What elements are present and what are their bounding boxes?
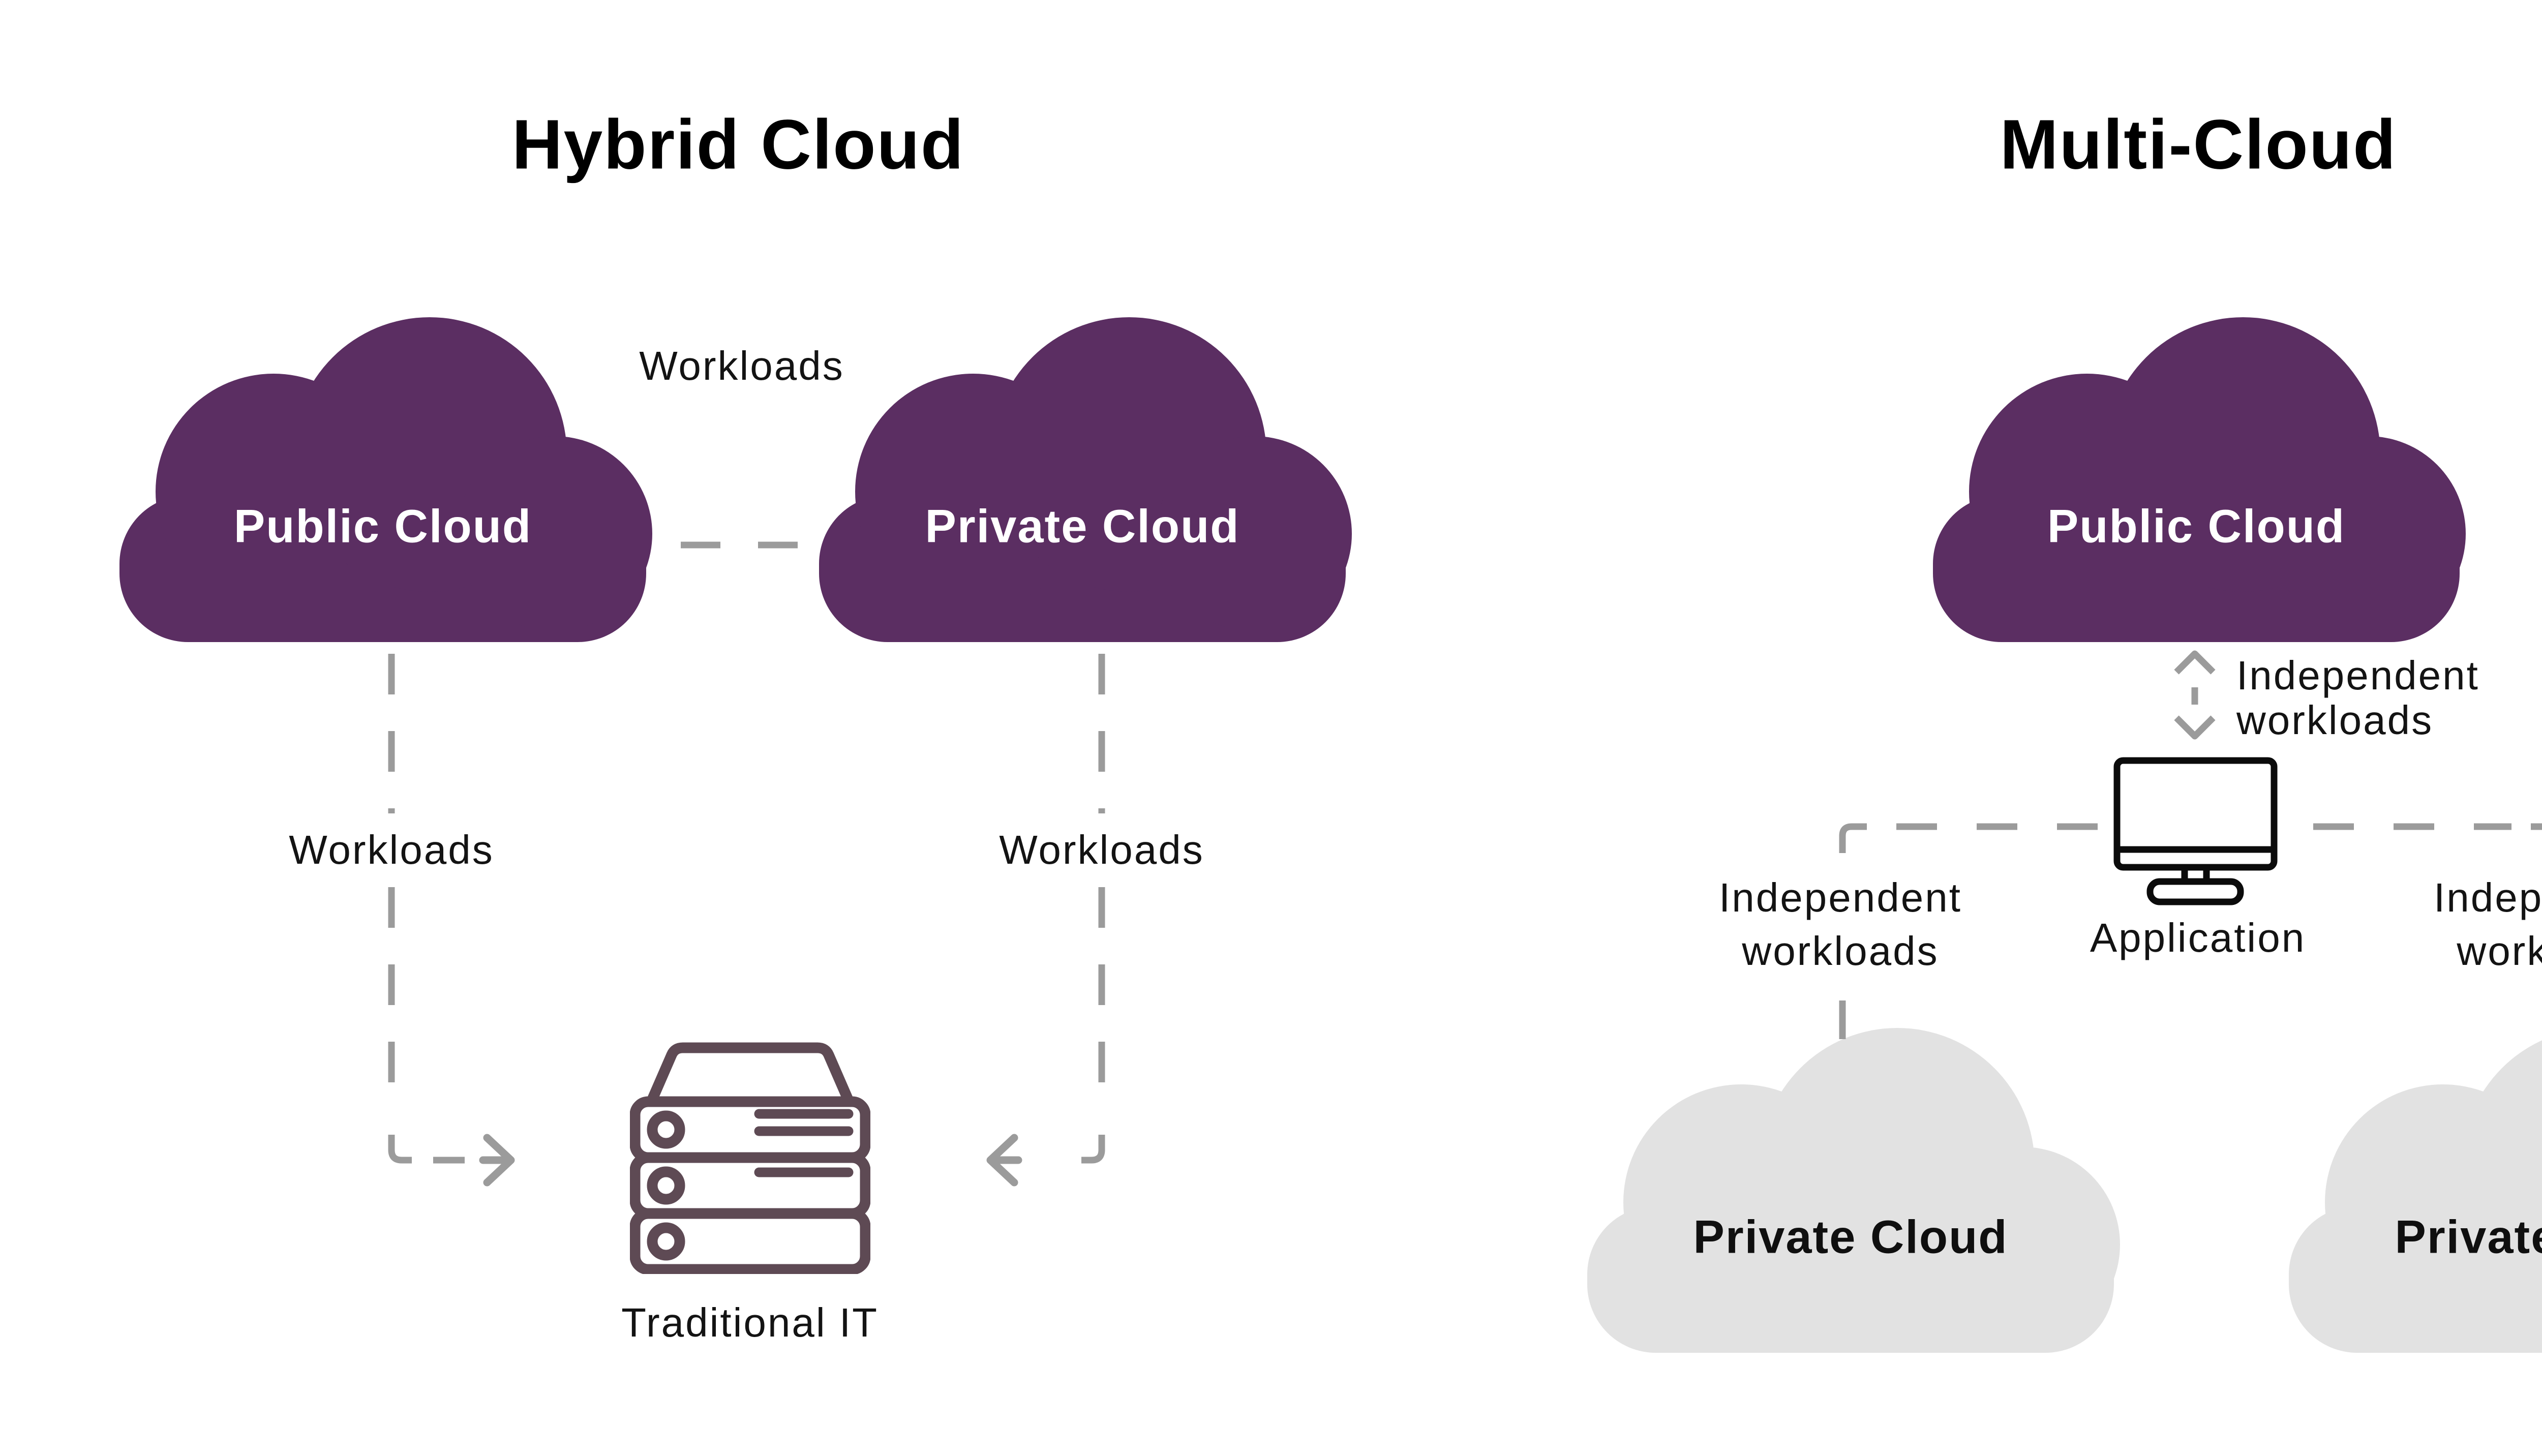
label-line: Independent <box>2236 653 2479 698</box>
multi-independent-workloads-right-label: Independent workloads <box>2434 871 2542 978</box>
multi-private-cloud-right-label: Private Cloud <box>2395 1211 2542 1263</box>
multi-public-cloud-label: Public Cloud <box>2047 500 2346 553</box>
hybrid-title: Hybrid Cloud <box>511 105 965 184</box>
hybrid-workloads-left-label: Workloads <box>289 827 494 872</box>
monitor-icon <box>2113 757 2278 905</box>
multi-title: Multi-Cloud <box>2000 105 2397 184</box>
cloud-icon <box>2289 1040 2542 1353</box>
arrow-left-icon <box>986 1134 1022 1187</box>
label-line: workloads <box>1742 928 1939 974</box>
double-arrow-icon <box>2174 650 2216 740</box>
multi-private-cloud-right: Private Cloud <box>2283 1027 2542 1353</box>
hybrid-workloads-between-label: Workloads <box>639 343 844 388</box>
label-line: workloads <box>2236 697 2434 743</box>
cloud-icon <box>819 317 1352 642</box>
arrow-right-icon <box>479 1134 515 1187</box>
application-device <box>2113 757 2278 906</box>
hybrid-left-elbow-corner <box>388 1135 412 1164</box>
cloud-icon <box>1587 1028 2120 1353</box>
hybrid-public-cloud: Public Cloud <box>113 316 652 642</box>
traditional-it-server <box>629 1041 871 1275</box>
hybrid-workloads-right-label: Workloads <box>999 827 1204 872</box>
application-label: Application <box>2090 915 2306 960</box>
multi-independent-workloads-top-label: Independent workloads <box>2236 653 2479 743</box>
hybrid-public-cloud-label: Public Cloud <box>233 500 532 553</box>
multi-public-cloud: Public Cloud <box>1927 316 2466 642</box>
cloud-icon <box>1933 317 2466 642</box>
multi-independent-workloads-left-label: Independent workloads <box>1719 871 1962 978</box>
multi-private-cloud-left-label: Private Cloud <box>1693 1211 2008 1263</box>
hybrid-private-cloud: Private Cloud <box>813 316 1352 642</box>
traditional-it-label: Traditional IT <box>621 1300 879 1345</box>
label-line: Independent <box>1719 875 1962 920</box>
hybrid-right-elbow-corner <box>1081 1135 1105 1164</box>
cloud-icon <box>119 317 652 642</box>
multi-left-elbow-corner <box>1839 823 1867 853</box>
label-line: Independent <box>2434 875 2542 920</box>
label-line: workloads <box>2457 928 2542 974</box>
multi-right-elbow-corner <box>2531 823 2542 830</box>
multi-private-cloud-left: Private Cloud <box>1581 1027 2120 1353</box>
hybrid-private-cloud-label: Private Cloud <box>925 500 1240 553</box>
server-icon <box>629 1042 871 1275</box>
